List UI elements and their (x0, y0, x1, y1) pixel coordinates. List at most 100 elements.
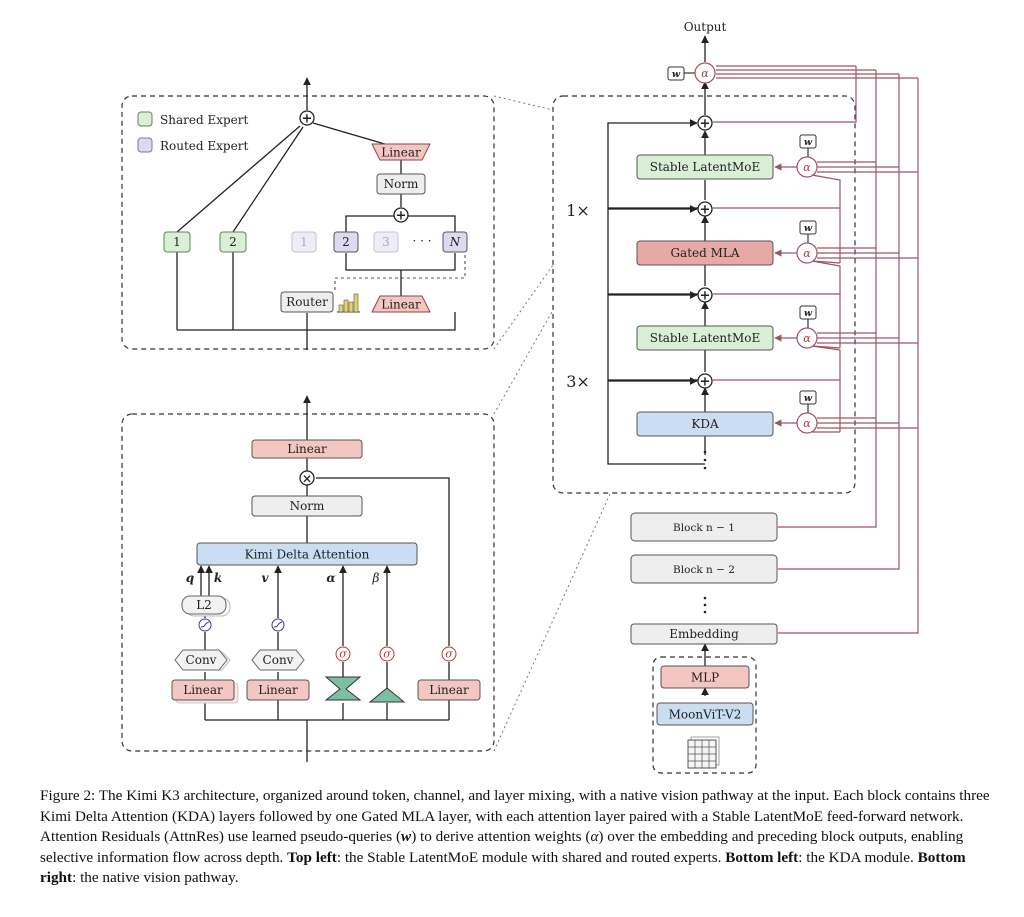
caption-top-left: Top left (287, 848, 337, 866)
kda-linear-top-label: Linear (287, 442, 327, 456)
routed-expert-n-label: N (449, 235, 461, 249)
repeat-1x-label: 1× (566, 201, 590, 220)
kda-block-label: KDA (691, 417, 719, 431)
svg-text:α: α (803, 417, 811, 430)
shared-expert-1-label: 1 (173, 235, 181, 249)
svg-text:+: + (700, 289, 711, 304)
residual-plus-nodes: + + + + (697, 115, 713, 390)
vertical-dots (703, 450, 707, 470)
routed-expert-1-label: 1 (300, 235, 308, 249)
moe-router (280, 291, 334, 313)
alpha-label: α (701, 67, 709, 80)
main-stack-border (552, 95, 856, 494)
w-label: w (672, 69, 681, 80)
stable-latentmoe-block-1 (636, 154, 774, 180)
caption-bottom-left: Bottom left (725, 848, 799, 866)
caption-part: : the Stable LatentMoE module with share… (336, 848, 726, 866)
block-n-minus-1-label: Block n − 1 (673, 522, 735, 534)
svg-text:+: + (396, 209, 407, 224)
svg-text:+: + (700, 117, 711, 132)
conv-1-label: Conv (186, 653, 217, 667)
routed-expert-3-label: 3 (382, 235, 390, 249)
shared-expert-2 (219, 231, 247, 253)
svg-text:w: w (804, 137, 813, 148)
kimi-delta-attention-block (196, 542, 418, 566)
gated-mla-block (636, 240, 774, 266)
sigmoid-icon (335, 646, 351, 662)
stable-latentmoe-1-label: Stable LatentMoE (650, 160, 761, 174)
caption-bottom-right: Bottom right (40, 848, 966, 887)
svg-text:+: + (700, 203, 711, 218)
beta-projection-icon (368, 687, 406, 703)
moe-panel: Shared Expert Routed Expert + Linea (121, 77, 495, 350)
bar-chart-icon (337, 293, 360, 313)
svg-text:w: w (804, 223, 813, 234)
caption-part: ) over the embedding and preceding block… (40, 828, 964, 866)
kda-linear-3-label: Linear (429, 683, 469, 697)
output-label: Output (684, 20, 727, 34)
alpha-input-label: α (326, 571, 335, 585)
figure-caption: Figure 2: The Kimi K3 architecture, orga… (40, 786, 990, 889)
routed-expert-n (442, 231, 468, 253)
moe-linear-top-label: Linear (381, 146, 421, 160)
moonvit-block (656, 702, 754, 726)
attnres-connections (713, 65, 919, 634)
l2-norm (181, 595, 227, 615)
repeat-3x-label: 3× (566, 372, 590, 391)
caption-part: Figure 2: The Kimi K3 architecture, orga… (40, 787, 990, 845)
stable-latentmoe-2-label: Stable LatentMoE (650, 331, 761, 345)
svg-text:α: α (803, 247, 811, 260)
kda-linear-2-label: Linear (258, 683, 298, 697)
legend-shared-label: Shared Expert (160, 113, 248, 127)
routed-expert-3 (373, 231, 399, 253)
caption-alpha: α (590, 828, 599, 845)
block-n-minus-2-label: Block n − 2 (673, 564, 735, 576)
kda-norm-label: Norm (290, 499, 325, 513)
sigmoid-icon (441, 646, 457, 662)
svg-text:w: w (804, 308, 813, 319)
attnres-internal: w α w α w α w α (796, 134, 818, 434)
moonvit-label: MoonViT-V2 (669, 708, 742, 722)
mlp-block (660, 665, 750, 689)
architecture-diagram: Shared Expert Routed Expert + Linea (121, 20, 919, 774)
kda-panel: Linear × Norm Kimi Delta Attention q k v… (121, 395, 495, 762)
mlp-label: MLP (691, 671, 719, 685)
routed-expert-2-label: 2 (342, 235, 350, 249)
attnres-alpha-top (694, 62, 716, 84)
caption-part: ) to derive attention weights ( (411, 828, 591, 845)
caption-part: : the native vision pathway. (72, 869, 239, 886)
kda-linear-2 (246, 679, 310, 701)
svg-text:w: w (804, 393, 813, 404)
sigmoid-icon (379, 646, 395, 662)
image-patches-icon (687, 736, 720, 769)
moe-linear-bottom-label: Linear (381, 298, 421, 312)
moe-router-label: Router (286, 295, 328, 309)
routed-expert-1 (291, 231, 317, 253)
legend-routed-swatch (137, 137, 153, 153)
kda-linear-top (251, 439, 363, 459)
main-stack: Output w α + + + + Stable LatentMoE Gate… (552, 20, 919, 774)
routed-expert-2 (333, 231, 359, 253)
sigma-label: σ (383, 648, 391, 661)
conv-2-label: Conv (263, 653, 294, 667)
v-label: v (262, 571, 270, 585)
embedding-block (630, 623, 778, 645)
caption-part: : the KDA module. (798, 848, 918, 866)
block-n-minus-2 (630, 554, 778, 584)
q-label: q (186, 571, 194, 585)
moe-panel-border (121, 95, 495, 350)
routed-expert-dots: · · · (412, 234, 431, 248)
sigma-label: σ (339, 648, 347, 661)
beta-input-label: β (372, 571, 380, 585)
l2-norm-label: L2 (196, 598, 212, 612)
gated-mla-label: Gated MLA (670, 246, 739, 260)
svg-text:×: × (302, 472, 312, 486)
shared-expert-1 (163, 231, 191, 253)
conv-block-2 (251, 649, 305, 671)
embedding-label: Embedding (669, 627, 739, 641)
block-n-minus-1 (630, 512, 778, 542)
legend-routed-label: Routed Expert (160, 139, 248, 153)
conv-block-1 (174, 649, 228, 671)
moe-norm-label: Norm (384, 177, 419, 191)
kda-linear-1-label: Linear (183, 683, 223, 697)
